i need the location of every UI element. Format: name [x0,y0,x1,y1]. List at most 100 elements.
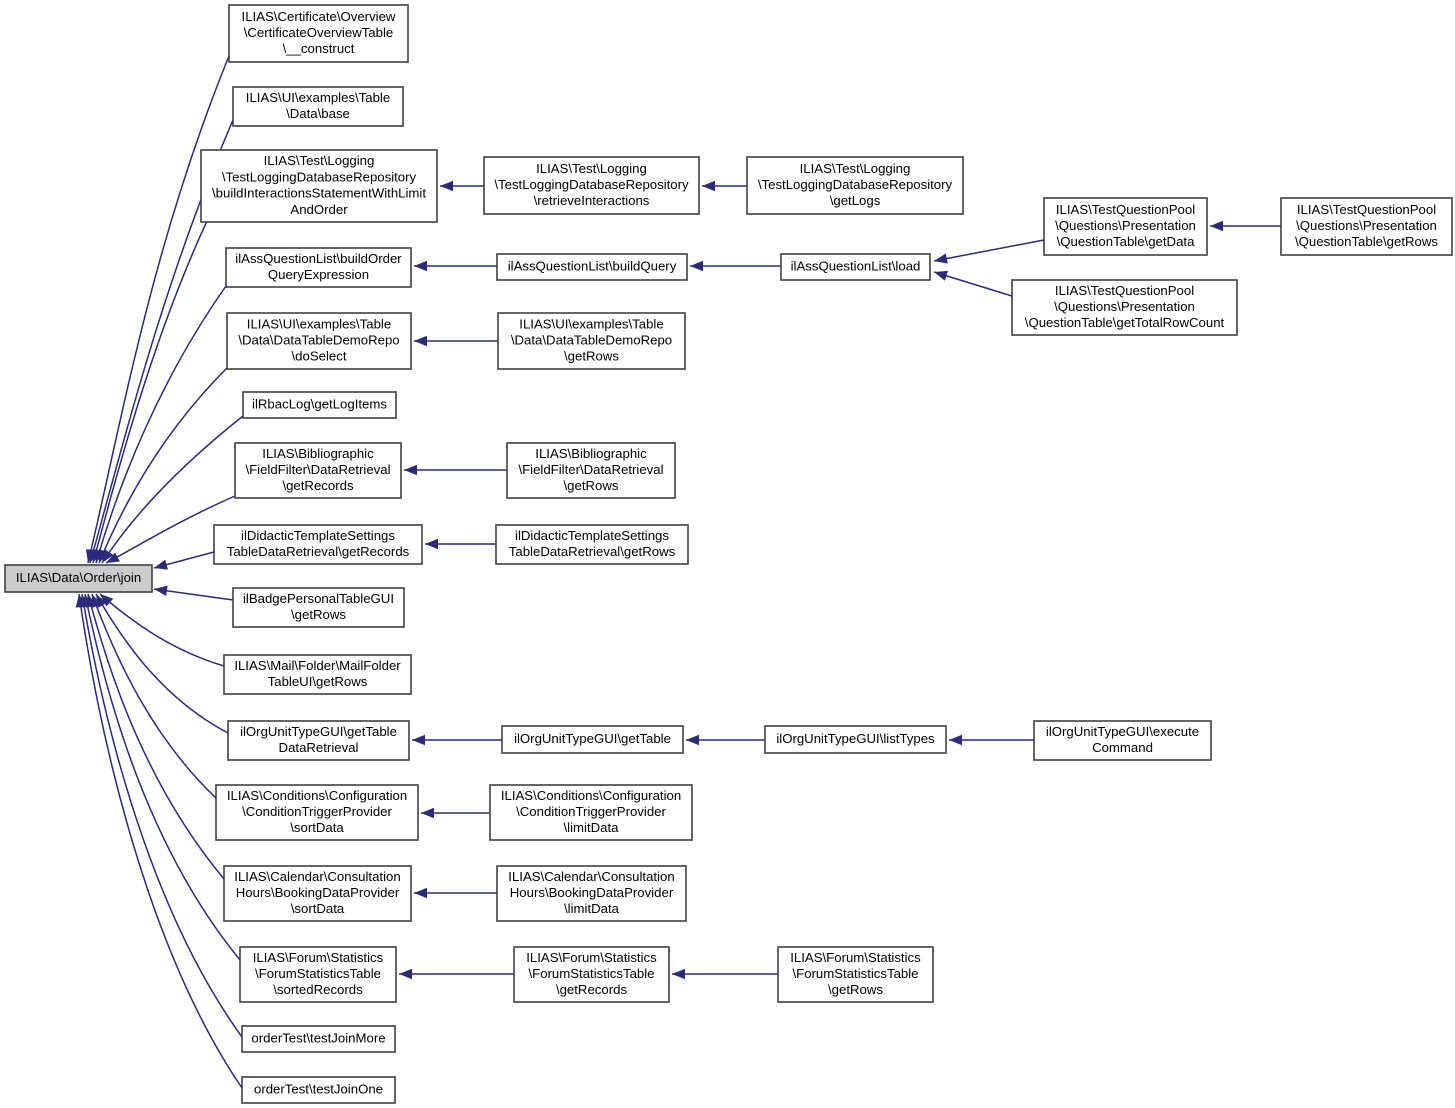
node-box[interactable] [496,865,687,922]
edge-path [101,415,244,564]
edge-arrowhead [75,594,86,608]
node-box[interactable] [227,720,410,761]
node-label-line: \getRows [564,478,619,493]
node-box[interactable] [746,156,964,215]
node-box[interactable] [1280,197,1453,256]
graph-node[interactable]: ilRbacLog\getLogItems [242,391,397,419]
node-box[interactable] [232,587,405,628]
node-box[interactable] [495,524,689,565]
node-box[interactable] [506,442,676,499]
graph-node[interactable]: ilAssQuestionList\buildQuery [496,253,688,281]
node-box[interactable] [239,946,397,1003]
node-label-line: ILIAS\Test\Logging [536,161,647,176]
edge-arrowhead [1210,220,1223,232]
node-box[interactable] [232,86,404,127]
graph-node[interactable]: ILIAS\Forum\Statistics\ForumStatisticsTa… [777,946,934,1003]
node-label-line: ILIAS\Conditions\Configuration [501,788,681,803]
call-edge [99,593,225,667]
graph-node[interactable]: ILIAS\UI\examples\Table\Data\DataTableDe… [497,312,686,370]
node-box[interactable] [226,312,412,370]
node-label-line: \buildInteractionsStatementWithLimit [212,186,426,201]
call-edge [702,180,747,192]
graph-node[interactable]: ILIAS\Calendar\ConsultationHours\Booking… [496,865,687,922]
node-label-line: Hours\BookingDataProvider [236,885,400,900]
graph-node[interactable]: ILIAS\Bibliographic\FieldFilter\DataRetr… [234,442,402,499]
node-label-line: ilOrgUnitTypeGUI\getTable [514,731,671,746]
graph-node-root[interactable]: ILIAS\Data\Order\join [4,564,153,593]
call-edge [690,260,781,272]
node-box[interactable] [223,865,412,922]
edge-arrowhead [686,734,699,746]
graph-node[interactable]: ILIAS\Bibliographic\FieldFilter\DataRetr… [506,442,676,499]
graph-node[interactable]: ILIAS\Certificate\Overview\CertificateOv… [228,4,409,63]
graph-node[interactable]: ILIAS\TestQuestionPool\Questions\Present… [1043,197,1208,256]
node-box[interactable] [1033,720,1212,761]
graph-node[interactable]: ilAssQuestionList\load [780,253,931,281]
call-edge [91,220,208,564]
graph-node[interactable]: orderTest\testJoinMore [241,1025,396,1053]
node-box[interactable] [513,946,670,1003]
node-box[interactable] [501,725,684,754]
node-box[interactable] [241,1076,396,1104]
node-box[interactable] [777,946,934,1003]
edge-arrowhead [100,594,114,607]
node-label-line: \sortedRecords [273,982,363,997]
graph-node[interactable]: orderTest\testJoinOne [241,1076,396,1104]
node-box[interactable] [764,725,947,754]
node-box[interactable] [496,253,688,281]
graph-node[interactable]: ilOrgUnitTypeGUI\getTable [501,725,684,754]
node-box[interactable] [234,442,402,499]
node-box[interactable] [213,524,423,565]
node-box[interactable] [215,784,419,841]
node-box[interactable] [489,784,693,841]
graph-node[interactable]: ilOrgUnitTypeGUI\listTypes [764,725,947,754]
node-box[interactable] [223,654,412,695]
graph-node[interactable]: ILIAS\Test\Logging\TestLoggingDatabaseRe… [483,156,700,215]
node-box[interactable] [228,4,409,63]
graph-node[interactable]: ILIAS\TestQuestionPool\Questions\Present… [1011,279,1238,336]
graph-node[interactable]: ilAssQuestionList\buildOrderQueryExpress… [225,247,412,288]
node-box[interactable] [483,156,700,215]
node-label-line: \limitData [564,820,620,835]
node-label-line: \getRecords [556,982,628,997]
node-box[interactable] [241,1025,396,1053]
graph-node[interactable]: ILIAS\Mail\Folder\MailFolderTableUI\getR… [223,654,412,695]
node-label-line: ilOrgUnitTypeGUI\getTable [240,724,397,739]
edge-path [105,495,236,564]
node-label-line: \Questions\Presentation [1055,218,1196,233]
edge-arrowhead [414,335,427,347]
node-box[interactable] [225,247,412,288]
graph-node[interactable]: ILIAS\Forum\Statistics\ForumStatisticsTa… [239,946,397,1003]
node-label-line: TableUI\getRows [268,674,368,689]
node-box[interactable] [4,564,153,593]
graph-node[interactable]: ilDidacticTemplateSettingsTableDataRetri… [495,524,689,565]
node-box[interactable] [1043,197,1208,256]
node-label-line: ILIAS\Bibliographic [262,446,374,461]
call-edge [949,734,1034,746]
graph-node[interactable]: ilDidacticTemplateSettingsTableDataRetri… [213,524,423,565]
edge-path [87,55,230,564]
call-edge [1210,220,1281,232]
graph-node[interactable]: ILIAS\UI\examples\Table\Data\base [232,86,404,127]
graph-node[interactable]: ILIAS\UI\examples\Table\Data\DataTableDe… [226,312,412,370]
node-label-line: ilDidacticTemplateSettings [515,528,669,543]
node-box[interactable] [1011,279,1238,336]
node-label-line: \Questions\Presentation [1054,299,1195,314]
graph-node[interactable]: ILIAS\TestQuestionPool\Questions\Present… [1280,197,1453,256]
graph-node[interactable]: ILIAS\Test\Logging\TestLoggingDatabaseRe… [200,149,438,223]
graph-node[interactable]: ILIAS\Forum\Statistics\ForumStatisticsTa… [513,946,670,1003]
edge-path [91,593,217,799]
graph-node[interactable]: ILIAS\Test\Logging\TestLoggingDatabaseRe… [746,156,964,215]
graph-node[interactable]: ILIAS\Conditions\Configuration\Condition… [489,784,693,841]
graph-node[interactable]: ilBadgePersonalTableGUI\getRows [232,587,405,628]
node-box[interactable] [497,312,686,370]
node-box[interactable] [242,391,397,419]
node-box[interactable] [780,253,931,281]
graph-node[interactable]: ILIAS\Calendar\ConsultationHours\Booking… [223,865,412,922]
graph-node[interactable]: ILIAS\Conditions\Configuration\Condition… [215,784,419,841]
call-edge [412,734,502,746]
node-box[interactable] [200,149,438,223]
